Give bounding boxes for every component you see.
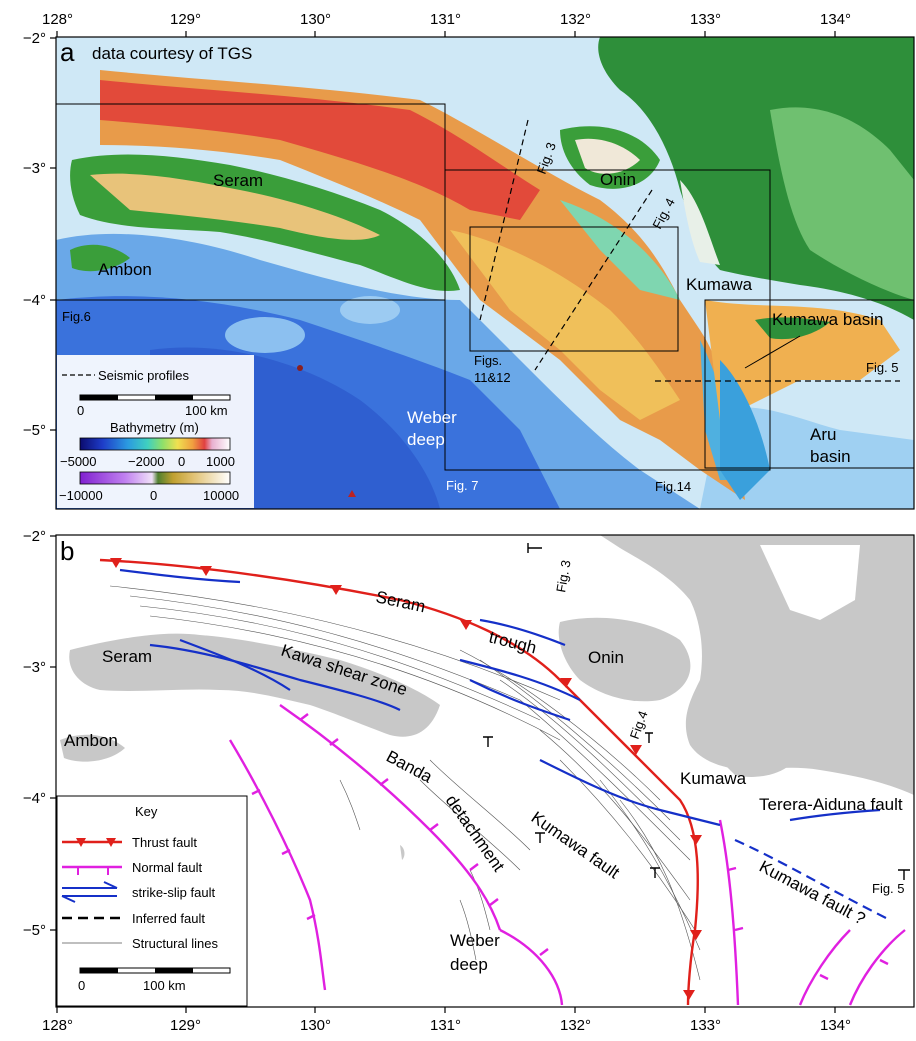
- fig5-marker: [898, 869, 910, 880]
- panel-a-letter: a: [60, 37, 75, 67]
- colorbar2-tick-1: −10000: [59, 488, 103, 503]
- label-fig5: Fig. 5: [866, 360, 899, 375]
- data-credit: data courtesy of TGS: [92, 44, 252, 63]
- key-inferred-fault: Inferred fault: [132, 911, 205, 926]
- panel-b: b Seram trough Seram Kawa shear zone Amb…: [55, 534, 915, 1008]
- label-aru: Aru: [810, 425, 836, 444]
- structural-lines: [109, 585, 701, 981]
- x-tick-bottom-128: 128°: [42, 1017, 73, 1034]
- island-marker: [297, 365, 303, 371]
- fig14-box: [704, 299, 915, 469]
- colorbar2-tick-3: 10000: [203, 488, 239, 503]
- label-kumawa-basin: Kumawa basin: [772, 310, 884, 329]
- key-scale-label: 100 km: [143, 978, 186, 993]
- label-b-weber: Weber: [450, 931, 500, 950]
- y-tick-b-minus5: −5°: [23, 922, 46, 939]
- label-fig14: Fig.14: [655, 479, 691, 494]
- label-b-kumawa: Kumawa: [680, 769, 747, 788]
- seram-trough-thrust: [99, 558, 702, 1006]
- label-weber: Weber: [407, 408, 457, 427]
- label-basin: basin: [810, 447, 851, 466]
- volcano-marker: [348, 490, 356, 497]
- fig4-marker: [645, 732, 653, 743]
- key-structural-lines: Structural lines: [132, 936, 218, 951]
- label-b-onin: Onin: [588, 648, 624, 667]
- fig4-profile: [534, 189, 653, 371]
- x-tick-top-134: 134°: [820, 11, 851, 28]
- label-b-fig3: Fig. 3: [553, 559, 573, 594]
- label-seram: Seram: [213, 171, 263, 190]
- figs11-12-box: [469, 226, 679, 352]
- x-tick-top-128: 128°: [42, 11, 73, 28]
- x-tick-top-130: 130°: [300, 11, 331, 28]
- label-b-seram: Seram: [102, 647, 152, 666]
- panel-b-letter: b: [60, 536, 74, 566]
- profile-marker-3: [650, 867, 660, 878]
- key-normal-fault: Normal fault: [132, 860, 202, 875]
- x-tick-top-133: 133°: [690, 11, 721, 28]
- panel-b-key: Key Thrust fault Normal fault strike-sli…: [56, 795, 248, 1007]
- label-fig6: Fig.6: [62, 309, 91, 324]
- x-tick-bottom-133: 133°: [690, 1017, 721, 1034]
- y-tick-a-minus2: −2°: [23, 30, 46, 47]
- panel-a-legend: Seismic profiles 0 100 km Bathymetry (m)…: [57, 355, 254, 508]
- x-tick-top-131: 131°: [430, 11, 461, 28]
- key-thrust-fault: Thrust fault: [132, 835, 197, 850]
- y-tick-b-minus2: −2°: [23, 528, 46, 545]
- fig3-profile: [479, 119, 529, 321]
- label-terera-aiduna-fault: Terera-Aiduna fault: [759, 795, 903, 814]
- label-ambon: Ambon: [98, 260, 152, 279]
- label-b-fig5: Fig. 5: [872, 881, 905, 896]
- y-tick-b-minus4: −4°: [23, 790, 46, 807]
- label-onin: Onin: [600, 170, 636, 189]
- colorbar2-tick-2: 0: [150, 488, 157, 503]
- fig7-box: [444, 169, 771, 471]
- colorbar1-tick-4: 1000: [206, 454, 235, 469]
- key-strike-slip-fault: strike-slip fault: [132, 885, 215, 900]
- profile-marker-1: [483, 736, 493, 747]
- label-figs: Figs.: [474, 353, 502, 368]
- fig3-marker: [527, 543, 542, 553]
- colorbar1-tick-2: −2000: [128, 454, 165, 469]
- profile-marker-2: [535, 832, 545, 843]
- x-tick-bottom-134: 134°: [820, 1017, 851, 1034]
- panel-a: a data courtesy of TGS Seram Ambon Onin …: [55, 36, 915, 510]
- key-title: Key: [135, 804, 158, 819]
- label-b-ambon: Ambon: [64, 731, 118, 750]
- topography-colorbar: [79, 471, 231, 485]
- x-tick-bottom-132: 132°: [560, 1017, 591, 1034]
- legend-a-scale-label: 100 km: [185, 403, 228, 418]
- x-tick-bottom-129: 129°: [170, 1017, 201, 1034]
- strike-slip-faults: [119, 568, 881, 827]
- x-tick-top-132: 132°: [560, 11, 591, 28]
- label-b-deep: deep: [450, 955, 488, 974]
- y-tick-a-minus3: −3°: [23, 160, 46, 177]
- legend-seismic-profiles: Seismic profiles: [98, 368, 190, 383]
- colorbar1-tick-3: 0: [178, 454, 185, 469]
- normal-faults: [228, 704, 906, 1006]
- key-scale-zero: 0: [78, 978, 85, 993]
- x-tick-bottom-131: 131°: [430, 1017, 461, 1034]
- y-tick-a-minus5: −5°: [23, 422, 46, 439]
- y-tick-b-minus3: −3°: [23, 659, 46, 676]
- x-tick-top-129: 129°: [170, 11, 201, 28]
- y-tick-a-minus4: −4°: [23, 292, 46, 309]
- x-tick-bottom-130: 130°: [300, 1017, 331, 1034]
- label-figs-11-12: 11&12: [474, 370, 511, 385]
- label-fig7: Fig. 7: [446, 478, 479, 493]
- label-deep: deep: [407, 430, 445, 449]
- bathymetry-colorbar: [79, 437, 231, 451]
- colorbar1-tick-1: −5000: [60, 454, 97, 469]
- bathymetry-title: Bathymetry (m): [110, 420, 199, 435]
- legend-a-scale-zero: 0: [77, 403, 84, 418]
- axes: 128° 129° 130° 131° 132° 133° 134° 128° …: [23, 11, 851, 1034]
- label-kumawa: Kumawa: [686, 275, 753, 294]
- inferred-fault: [734, 838, 891, 921]
- kumawa-basin-pointer: [744, 335, 801, 369]
